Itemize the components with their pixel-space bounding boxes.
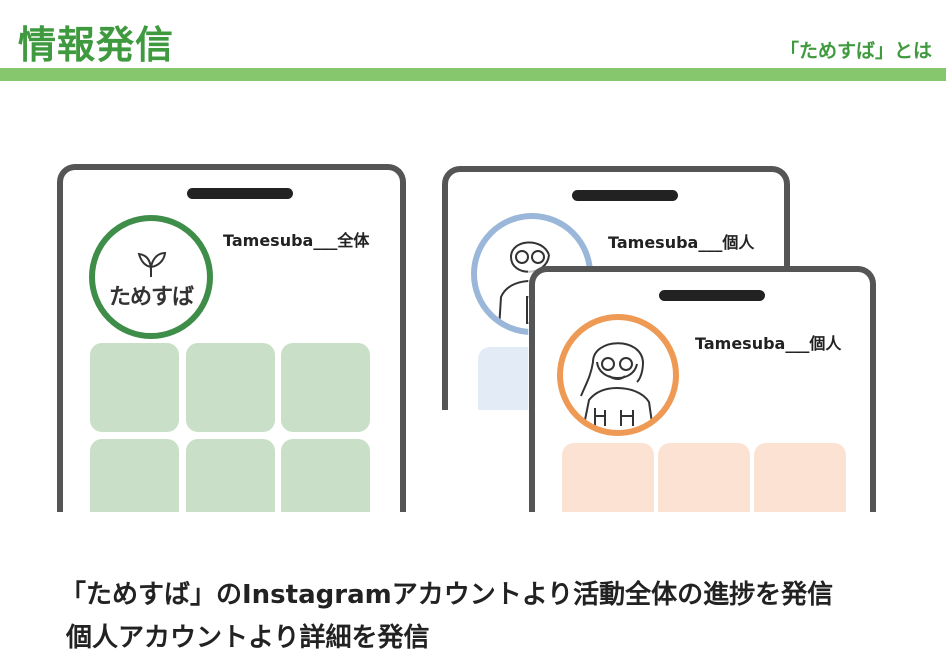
- post-tile: [90, 343, 179, 432]
- person-icon: [580, 342, 654, 430]
- post-tile: [562, 443, 654, 512]
- avatar-tamesuba-logo: ためすば: [89, 215, 213, 339]
- account-name: Tamesuba___個人: [608, 233, 755, 252]
- sprout-icon: [137, 251, 167, 277]
- caption-line-1: 「ためすば」のInstagramアカウントより活動全体の進捗を発信: [60, 580, 834, 610]
- phone-person-front: Tamesuba___個人: [529, 266, 876, 512]
- post-tile: [754, 443, 846, 512]
- account-name: Tamesuba___全体: [223, 231, 370, 250]
- post-tile: [186, 343, 275, 432]
- post-tile: [186, 439, 275, 512]
- page-title: 情報発信: [18, 23, 175, 67]
- phone-main: ためすば Tamesuba___全体: [57, 164, 406, 512]
- post-tile: [281, 343, 370, 432]
- logo-text: ためすば: [108, 285, 194, 310]
- post-tile: [281, 439, 370, 512]
- phone-notch: [572, 190, 678, 201]
- caption-line-2: 個人アカウントより詳細を発信: [66, 623, 430, 653]
- phone-notch: [187, 188, 293, 199]
- avatar-person-woman: [557, 314, 679, 436]
- phone-notch: [659, 290, 765, 301]
- section-label: 「ためすば」とは: [779, 40, 932, 62]
- header-divider: [0, 68, 946, 81]
- post-tile: [90, 439, 179, 512]
- post-tile: [658, 443, 750, 512]
- account-name: Tamesuba___個人: [695, 334, 842, 353]
